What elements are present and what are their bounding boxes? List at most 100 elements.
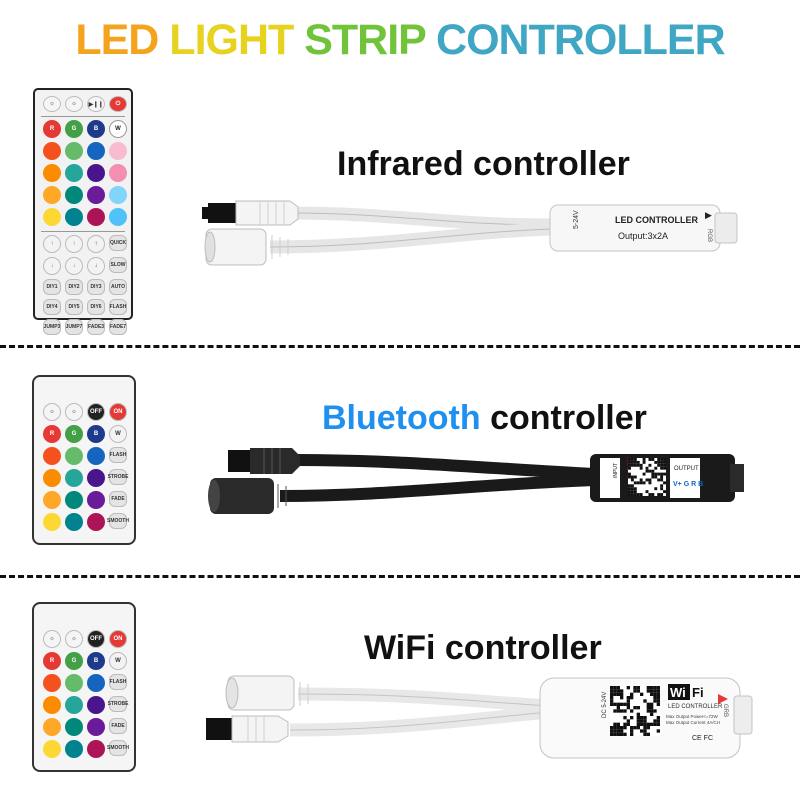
function-button[interactable]: DIY1 [43,279,61,295]
function-button[interactable]: FLASH [109,299,127,315]
function-button[interactable]: FLASH [109,447,127,463]
color-button[interactable] [87,696,105,714]
remote-button-label: ☼ [71,636,77,642]
bluetooth-controller-image: INPUT V+ 5-24V OUTPUT V+ G R B [208,448,744,514]
color-button[interactable]: G [65,652,83,670]
color-button[interactable]: R [43,652,61,670]
color-button[interactable] [43,491,61,509]
color-button[interactable] [109,142,127,160]
remote-button[interactable]: ▶❙❙ [87,96,105,112]
color-button[interactable] [65,208,83,226]
color-button[interactable] [65,740,83,758]
color-button[interactable]: G [65,425,83,443]
off-button[interactable]: OFF [87,403,105,421]
color-button[interactable]: B [87,425,105,443]
color-button[interactable] [65,469,83,487]
remote-button[interactable]: ☼ [65,96,83,112]
color-button[interactable] [87,513,105,531]
color-button[interactable] [43,447,61,465]
power-button[interactable]: ⏻ [109,96,127,112]
color-button[interactable]: R [43,120,61,138]
color-button[interactable] [87,447,105,465]
color-button[interactable] [87,740,105,758]
color-button[interactable] [65,696,83,714]
function-button[interactable]: ↓ [43,257,61,275]
color-button[interactable] [65,718,83,736]
color-button[interactable] [43,469,61,487]
color-button[interactable] [43,674,61,692]
color-button[interactable] [65,491,83,509]
function-button[interactable]: FLASH [109,674,127,690]
function-button[interactable]: QUICK [109,235,127,251]
function-button[interactable]: W [109,425,127,443]
color-button[interactable] [87,469,105,487]
remote-button-label: B [93,126,99,132]
function-button[interactable]: ↑ [65,235,83,253]
color-button[interactable] [43,740,61,758]
color-button[interactable] [65,186,83,204]
ir-output-label: Output:3x2A [618,231,668,241]
color-button[interactable] [43,208,61,226]
color-button[interactable]: G [65,120,83,138]
on-button[interactable]: ON [109,403,127,421]
function-button[interactable]: SMOOTH [107,740,129,756]
function-button[interactable]: W [109,652,127,670]
function-button[interactable]: JUMP7 [65,319,83,335]
function-button[interactable]: SLOW [109,257,127,273]
function-button[interactable]: AUTO [109,279,127,295]
function-button[interactable]: STROBE [108,469,128,485]
color-button[interactable] [87,164,105,182]
color-button[interactable]: W [109,120,127,138]
brightness-button[interactable]: ☼ [43,403,61,421]
remote-button[interactable]: ☼ [43,96,61,112]
section-divider [0,575,800,578]
function-button[interactable]: DIY5 [65,299,83,315]
function-button[interactable]: ↑ [87,235,105,253]
color-button[interactable] [109,186,127,204]
color-button[interactable] [43,186,61,204]
function-button[interactable]: FADE3 [87,319,105,335]
color-button[interactable] [65,674,83,692]
function-button[interactable]: FADE7 [109,319,127,335]
color-button[interactable] [65,447,83,465]
brightness-button[interactable]: ☼ [65,403,83,421]
color-button[interactable] [87,491,105,509]
function-button[interactable]: DIY4 [43,299,61,315]
remote-button-label: B [93,658,99,664]
on-button[interactable]: ON [109,630,127,648]
color-button[interactable] [87,208,105,226]
color-button[interactable] [109,164,127,182]
function-button[interactable]: DIY2 [65,279,83,295]
function-button[interactable]: JUMP3 [43,319,61,335]
brightness-button[interactable]: ☼ [43,630,61,648]
function-button[interactable]: FADE [109,491,127,507]
color-button[interactable] [109,208,127,226]
remote-button-label: G [71,126,77,132]
color-button[interactable] [43,696,61,714]
function-button[interactable]: ↓ [65,257,83,275]
color-button[interactable] [43,142,61,160]
brightness-button[interactable]: ☼ [65,630,83,648]
color-button[interactable] [65,513,83,531]
color-button[interactable] [87,186,105,204]
function-button[interactable]: ↑ [43,235,61,253]
function-button[interactable]: ↓ [87,257,105,275]
color-button[interactable] [65,164,83,182]
off-button[interactable]: OFF [87,630,105,648]
function-button[interactable]: STROBE [108,696,128,712]
color-button[interactable] [65,142,83,160]
color-button[interactable]: B [87,652,105,670]
color-button[interactable]: B [87,120,105,138]
color-button[interactable]: R [43,425,61,443]
function-button[interactable]: SMOOTH [107,513,129,529]
color-button[interactable] [87,718,105,736]
remote-button-label: OFF [90,636,102,642]
function-button[interactable]: FADE [109,718,127,734]
color-button[interactable] [87,674,105,692]
color-button[interactable] [43,513,61,531]
color-button[interactable] [43,164,61,182]
function-button[interactable]: DIY6 [87,299,105,315]
color-button[interactable] [87,142,105,160]
color-button[interactable] [43,718,61,736]
function-button[interactable]: DIY3 [87,279,105,295]
